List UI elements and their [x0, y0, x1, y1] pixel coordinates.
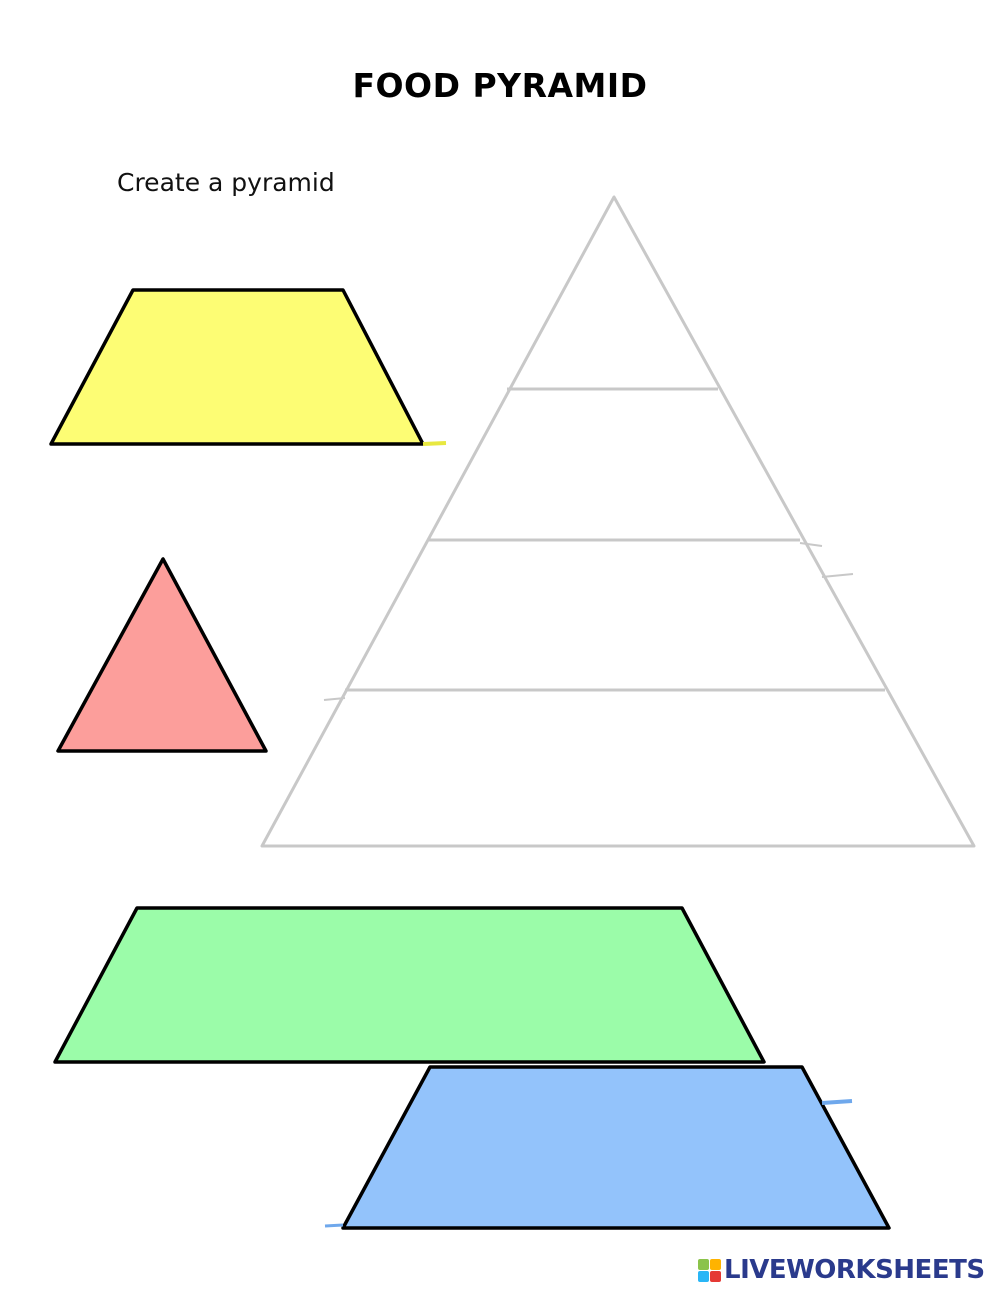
- blue-trapezoid-piece[interactable]: [341, 1065, 891, 1230]
- red-triangle-piece[interactable]: [56, 557, 268, 753]
- liveworksheets-watermark: LIVEWORKSHEETS: [698, 1254, 985, 1286]
- pyramid-outline: [260, 195, 976, 848]
- blue-piece-edge-mark: [324, 1223, 344, 1228]
- pyramid-stray-mark: [323, 697, 346, 701]
- blue-piece-edge-mark: [821, 1099, 853, 1105]
- yellow-piece-edge-mark: [422, 441, 447, 446]
- target-pyramid: [260, 195, 976, 848]
- pyramid-stray-mark: [821, 573, 854, 578]
- pyramid-stray-mark: [799, 542, 823, 547]
- page-title: FOOD PYRAMID: [352, 66, 648, 105]
- instruction-text: Create a pyramid: [117, 168, 335, 197]
- yellow-trapezoid-piece[interactable]: [49, 288, 425, 446]
- green-trapezoid-piece[interactable]: [53, 906, 766, 1064]
- watermark-text: LIVEWORKSHEETS: [724, 1255, 985, 1285]
- liveworksheets-logo-icon: [698, 1258, 721, 1282]
